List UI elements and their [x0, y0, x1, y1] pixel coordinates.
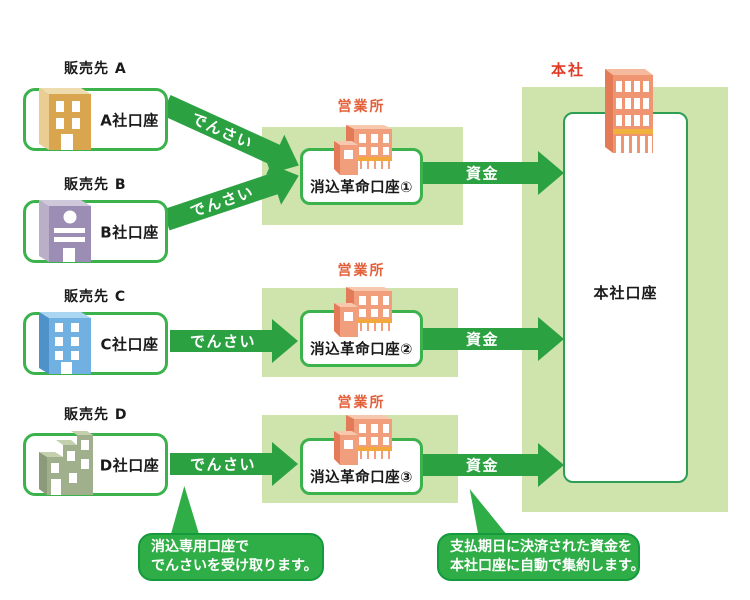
seller-d-account-label: D社口座: [99, 456, 160, 474]
branch-building-icon-3: [334, 415, 392, 465]
company-d-building-icon: [39, 431, 93, 495]
funds-arrow-3: 資金: [423, 443, 564, 487]
arrow-head: [538, 151, 564, 195]
branch-name-label-2: 営業所: [337, 263, 386, 279]
branch-account-box-1: 消込革命口座①: [300, 125, 423, 205]
seller-a-account-box: A社口座: [23, 88, 168, 151]
seller-d-account-box: D社口座: [23, 431, 168, 496]
seller-b-name-label: 販売先 B: [64, 177, 127, 193]
branch-account-box-3: 消込革命口座③: [300, 415, 423, 495]
company-a-building-icon: [39, 88, 91, 150]
densai-label: でんさい: [189, 332, 256, 351]
hq-name-label: 本社: [551, 61, 586, 79]
callout-line: 支払期日に決済された資金を: [450, 539, 632, 555]
funds-arrow-1: 資金: [423, 151, 564, 195]
funds-callout: 支払期日に決済された資金を 本社口座に自動で集約します。: [437, 533, 645, 581]
densai-callout-tail: [170, 486, 200, 535]
callout-line: 消込専用口座で: [151, 539, 249, 555]
funds-arrow-2: 資金: [423, 317, 564, 361]
company-b-building-icon: [39, 200, 91, 262]
branch-account-label-1: 消込革命口座①: [310, 180, 413, 196]
company-c-building-icon: [39, 312, 91, 374]
seller-a-name-label: 販売先 A: [64, 61, 127, 77]
branch-account-box-2: 消込革命口座②: [300, 287, 423, 367]
branch-account-label-2: 消込革命口座②: [310, 342, 413, 358]
seller-c-name-label: 販売先 C: [64, 289, 127, 305]
arrow-shaft: [170, 453, 274, 475]
callout-line: でんさいを受け取ります。: [151, 558, 318, 574]
seller-c-account-label: C社口座: [100, 335, 159, 353]
branch-name-label-1: 営業所: [337, 99, 386, 115]
arrow-shaft: [423, 162, 540, 184]
arrow-shaft: [423, 328, 540, 350]
densai-arrow-d: でんさい: [170, 442, 298, 486]
branch-building-icon-2: [334, 287, 392, 337]
densai-arrow-c: でんさい: [170, 319, 298, 363]
hq-account-box: 本社口座: [563, 112, 688, 483]
densai-label: でんさい: [189, 455, 256, 474]
seller-a-account-label: A社口座: [100, 111, 159, 129]
callout-line: 本社口座に自動で集約します。: [450, 558, 645, 574]
branch-building-icon-1: [334, 125, 392, 175]
densai-label: でんさい: [188, 109, 256, 154]
arrow-shaft: [170, 330, 274, 352]
seller-d-name-label: 販売先 D: [64, 407, 128, 423]
seller-c-account-box: C社口座: [23, 312, 168, 375]
arrow-shaft: [423, 454, 540, 476]
arrow-head: [272, 442, 298, 486]
arrow-head: [538, 317, 564, 361]
arrow-head: [272, 319, 298, 363]
densai-arrow-b: でんさい: [159, 154, 306, 241]
arrow-head: [538, 443, 564, 487]
densai-callout: 消込専用口座で でんさいを受け取ります。: [138, 533, 324, 581]
branch-name-label-3: 営業所: [337, 395, 386, 411]
hq-account-label: 本社口座: [593, 284, 658, 302]
branch-account-label-3: 消込革命口座③: [310, 470, 413, 486]
funds-label: 資金: [465, 456, 499, 475]
funds-callout-tail: [469, 489, 508, 535]
seller-b-account-box: B社口座: [23, 200, 168, 263]
hq-building-icon: [605, 69, 653, 153]
funds-label: 資金: [465, 330, 499, 349]
funds-label: 資金: [465, 164, 499, 183]
seller-b-account-label: B社口座: [100, 223, 159, 241]
